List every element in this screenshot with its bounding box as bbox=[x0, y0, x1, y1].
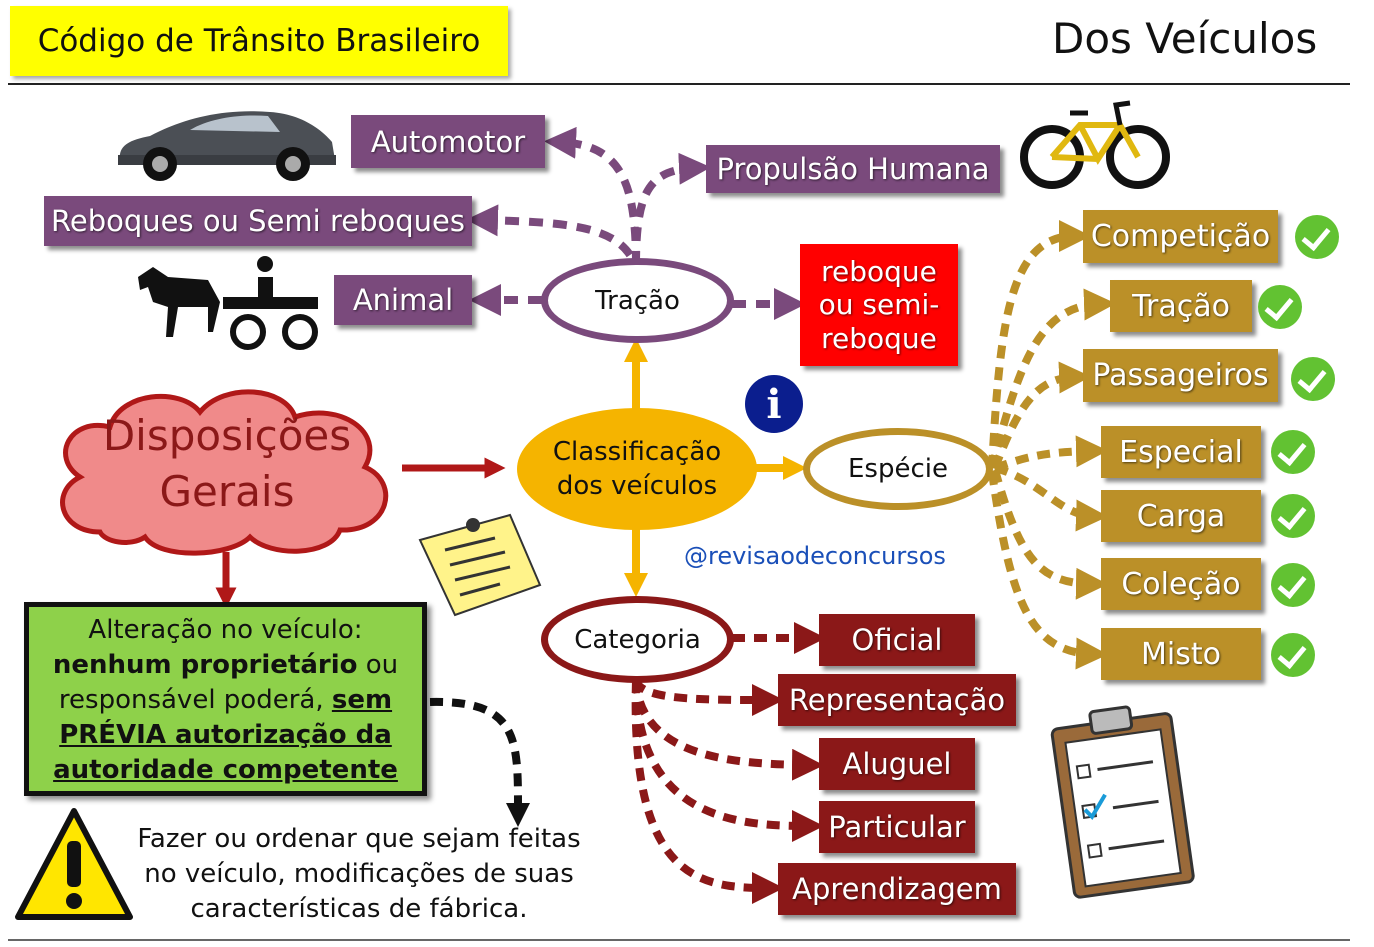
tracao-node: Tração bbox=[541, 258, 734, 343]
alteracao-line1: Alteração no veículo: bbox=[88, 615, 363, 645]
alteracao-line5: autoridade competente bbox=[53, 755, 398, 785]
bicycle-icon bbox=[1020, 100, 1170, 189]
tracao-item-reboques: Reboques ou Semi reboques bbox=[44, 196, 472, 246]
alteracao-line4: PRÉVIA autorização da bbox=[59, 720, 392, 750]
check-icon bbox=[1271, 563, 1315, 607]
cloud-shape bbox=[60, 389, 389, 556]
cloud-label: Disposições Gerais bbox=[102, 411, 352, 516]
tracao-item-animal: Animal bbox=[334, 275, 472, 325]
especie-item-tracao: Tração bbox=[1110, 280, 1252, 332]
check-icon bbox=[1271, 430, 1315, 474]
categoria-item-aprendizagem: Aprendizagem bbox=[778, 863, 1016, 915]
tracao-item-automotor: Automotor bbox=[351, 115, 545, 168]
especie-item-misto: Misto bbox=[1101, 628, 1261, 680]
page-title: Dos Veículos bbox=[1052, 14, 1318, 63]
especie-item-colecao: Coleção bbox=[1101, 558, 1261, 610]
car-icon bbox=[118, 111, 336, 181]
especie-item-especial: Especial bbox=[1101, 426, 1261, 478]
especie-item-passageiros: Passageiros bbox=[1083, 349, 1278, 402]
check-icon bbox=[1258, 285, 1302, 329]
center-node: Classificação dos veículos bbox=[517, 408, 757, 530]
clipboard-icon bbox=[1050, 705, 1195, 899]
especie-node: Espécie bbox=[803, 428, 993, 510]
alteracao-line3: responsável poderá, sem bbox=[58, 685, 393, 715]
info-icon: i bbox=[745, 375, 803, 433]
watermark: @revisaodeconcursos bbox=[680, 542, 950, 570]
categoria-item-aluguel: Aluguel bbox=[819, 738, 975, 790]
sticky-note-icon bbox=[418, 513, 542, 617]
tracao-item-propulsao-humana: Propulsão Humana bbox=[706, 145, 1000, 193]
check-icon bbox=[1295, 215, 1339, 259]
warning-icon bbox=[15, 808, 133, 920]
alteracao-box: Alteração no veículo: nenhum proprietári… bbox=[24, 602, 427, 796]
categoria-node: Categoria bbox=[541, 596, 734, 683]
horse-cart-icon bbox=[138, 256, 318, 350]
header-title: Código de Trânsito Brasileiro bbox=[37, 23, 481, 59]
check-icon bbox=[1271, 494, 1315, 538]
categoria-item-representacao: Representação bbox=[778, 674, 1016, 726]
especie-item-competicao: Competição bbox=[1083, 210, 1278, 263]
alteracao-line2: nenhum proprietário ou bbox=[52, 650, 399, 680]
categoria-item-particular: Particular bbox=[819, 801, 975, 853]
categoria-item-oficial: Oficial bbox=[819, 614, 975, 666]
especie-item-carga: Carga bbox=[1101, 490, 1261, 542]
reboque-highlight-box: reboque ou semi-reboque bbox=[800, 244, 958, 366]
warning-text: Fazer ou ordenar que sejam feitas no veí… bbox=[137, 824, 581, 924]
header-title-box: Código de Trânsito Brasileiro bbox=[10, 6, 508, 76]
check-icon bbox=[1271, 633, 1315, 677]
check-icon bbox=[1291, 357, 1335, 401]
